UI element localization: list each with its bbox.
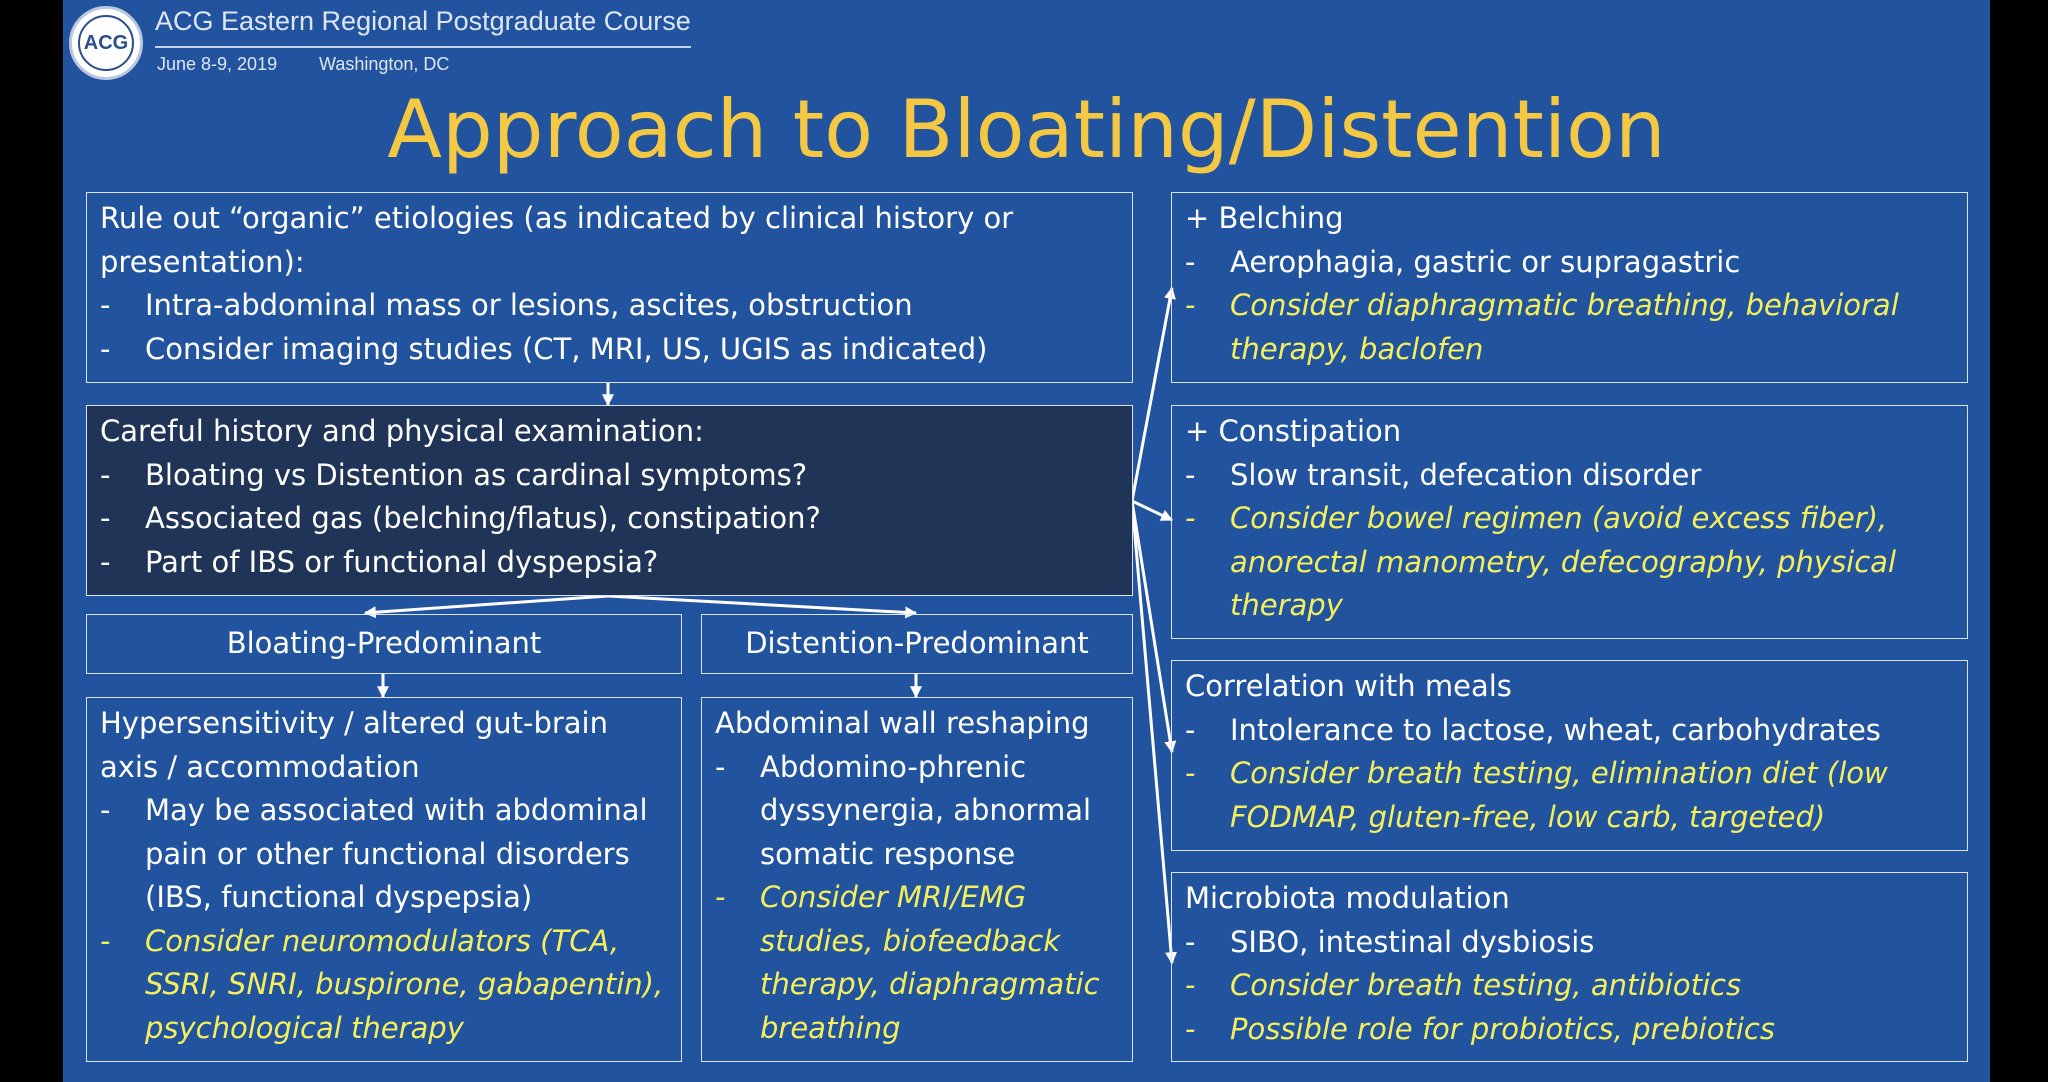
bullet-dash: - bbox=[100, 501, 111, 535]
microbiota-recommendation: - Possible role for probiotics, prebioti… bbox=[1185, 1008, 1954, 1052]
bullet-dash: - bbox=[1185, 244, 1196, 279]
hypersensitivity-item: - May be associated with abdominal pain … bbox=[100, 789, 668, 920]
arrow-history-to-meals bbox=[1130, 500, 1177, 754]
bullet-dash: - bbox=[715, 880, 726, 914]
bullet-dash: - bbox=[1185, 1011, 1196, 1046]
course-title-underline bbox=[155, 46, 691, 48]
arrow-history-to-belching bbox=[1130, 286, 1176, 502]
distention-predominant-box: Distention-Predominant bbox=[701, 614, 1133, 674]
bullet-dash: - bbox=[100, 331, 111, 366]
bullet-dash: - bbox=[1185, 756, 1196, 790]
careful-history-heading: Careful history and physical examination… bbox=[100, 414, 704, 448]
constipation-item-text: Slow transit, defecation disorder bbox=[1230, 457, 1702, 492]
rule-out-organic-item: - Consider imaging studies (CT, MRI, US,… bbox=[100, 328, 1119, 372]
abdominal-wall-item-text: Abdomino-phrenic dyssynergia, abnormal s… bbox=[760, 749, 1092, 871]
bullet-dash: - bbox=[1185, 924, 1196, 959]
belching-recommendation: - Consider diaphragmatic breathing, beha… bbox=[1185, 284, 1954, 371]
careful-history-item: - Bloating vs Distention as cardinal sym… bbox=[100, 454, 1119, 498]
arrow-history-to-bloating bbox=[363, 594, 609, 619]
bullet-dash: - bbox=[100, 793, 111, 827]
hypersensitivity-recommendation-text: Consider neuromodulators (TCA, SSRI, SNR… bbox=[145, 923, 664, 1045]
arrow-history-to-constipation bbox=[1131, 499, 1174, 522]
bloating-predominant-box: Bloating-Predominant bbox=[86, 614, 682, 674]
abdominal-wall-box: Abdominal wall reshaping - Abdomino-phre… bbox=[701, 697, 1133, 1062]
constipation-item: - Slow transit, defecation disorder bbox=[1185, 454, 1954, 498]
bullet-dash: - bbox=[1185, 968, 1196, 1002]
meals-correlation-heading: Correlation with meals bbox=[1185, 669, 1512, 703]
bullet-dash: - bbox=[1185, 288, 1196, 322]
microbiota-heading: Microbiota modulation bbox=[1185, 881, 1510, 915]
arrow-history-to-microbiota bbox=[1130, 500, 1178, 965]
rule-out-organic-item-text: Intra-abdominal mass or lesions, ascites… bbox=[145, 288, 913, 322]
belching-recommendation-text: Consider diaphragmatic breathing, behavi… bbox=[1230, 288, 1899, 366]
careful-history-item: - Associated gas (belching/flatus), cons… bbox=[100, 497, 1119, 541]
abdominal-wall-recommendation-text: Consider MRI/EMG studies, biofeedback th… bbox=[760, 880, 1100, 1045]
constipation-heading: + Constipation bbox=[1185, 414, 1402, 448]
rule-out-organic-item: - Intra-abdominal mass or lesions, ascit… bbox=[100, 284, 1119, 328]
meals-correlation-item: - Intolerance to lactose, wheat, carbohy… bbox=[1185, 709, 1954, 753]
microbiota-recommendation: - Consider breath testing, antibiotics bbox=[1185, 964, 1954, 1008]
hypersensitivity-heading: Hypersensitivity / altered gut-brain axi… bbox=[100, 706, 608, 784]
hypersensitivity-box: Hypersensitivity / altered gut-brain axi… bbox=[86, 697, 682, 1062]
careful-history-box: Careful history and physical examination… bbox=[86, 405, 1133, 596]
abdominal-wall-heading: Abdominal wall reshaping bbox=[715, 706, 1090, 740]
acg-logo-text: ACG bbox=[78, 15, 134, 71]
microbiota-item: - SIBO, intestinal dysbiosis bbox=[1185, 921, 1954, 965]
careful-history-item-text: Bloating vs Distention as cardinal sympt… bbox=[145, 457, 808, 492]
belching-item-text: Aerophagia, gastric or supragastric bbox=[1230, 244, 1741, 279]
bullet-dash: - bbox=[100, 544, 111, 579]
slide: ACG ACG Eastern Regional Postgraduate Co… bbox=[63, 0, 1990, 1082]
bullet-dash: - bbox=[715, 749, 726, 784]
bullet-dash: - bbox=[1185, 712, 1196, 747]
rule-out-organic-item-text: Consider imaging studies (CT, MRI, US, U… bbox=[145, 331, 988, 366]
careful-history-item-text: Part of IBS or functional dyspepsia? bbox=[145, 544, 659, 579]
belching-heading: + Belching bbox=[1185, 201, 1344, 235]
course-title: ACG Eastern Regional Postgraduate Course bbox=[155, 6, 691, 36]
hypersensitivity-recommendation: - Consider neuromodulators (TCA, SSRI, S… bbox=[100, 920, 668, 1051]
rule-out-organic-box: Rule out “organic” etiologies (as indica… bbox=[86, 192, 1133, 383]
abdominal-wall-item: - Abdomino-phrenic dyssynergia, abnormal… bbox=[715, 746, 1119, 877]
flow-arrows bbox=[363, 286, 1178, 965]
constipation-box: + Constipation - Slow transit, defecatio… bbox=[1171, 405, 1968, 639]
arrow-history-to-distention bbox=[607, 594, 918, 619]
careful-history-item-text: Associated gas (belching/flatus), consti… bbox=[145, 501, 821, 535]
bullet-dash: - bbox=[100, 923, 111, 958]
bullet-dash: - bbox=[100, 457, 111, 492]
bullet-dash: - bbox=[1185, 501, 1196, 535]
microbiota-box: Microbiota modulation - SIBO, intestinal… bbox=[1171, 872, 1968, 1062]
microbiota-item-text: SIBO, intestinal dysbiosis bbox=[1230, 924, 1595, 959]
microbiota-recommendation-text: Consider breath testing, antibiotics bbox=[1230, 968, 1742, 1002]
microbiota-recommendation-text: Possible role for probiotics, prebiotics bbox=[1230, 1011, 1775, 1046]
rule-out-organic-heading: Rule out “organic” etiologies (as indica… bbox=[100, 201, 1014, 279]
course-location: Washington, DC bbox=[319, 54, 450, 74]
constipation-recommendation-text: Consider bowel regimen (avoid excess fib… bbox=[1230, 501, 1897, 622]
abdominal-wall-recommendation: - Consider MRI/EMG studies, biofeedback … bbox=[715, 876, 1119, 1050]
hypersensitivity-item-text: May be associated with abdominal pain or… bbox=[145, 793, 648, 914]
meals-correlation-box: Correlation with meals - Intolerance to … bbox=[1171, 660, 1968, 851]
course-date: June 8-9, 2019 bbox=[157, 54, 278, 74]
careful-history-item: - Part of IBS or functional dyspepsia? bbox=[100, 541, 1119, 585]
slide-title: Approach to Bloating/Distention bbox=[387, 83, 1666, 176]
constipation-recommendation: - Consider bowel regimen (avoid excess f… bbox=[1185, 497, 1954, 628]
belching-item: - Aerophagia, gastric or supragastric bbox=[1185, 241, 1954, 285]
acg-logo: ACG bbox=[69, 6, 143, 80]
meals-correlation-recommendation: - Consider breath testing, elimination d… bbox=[1185, 752, 1954, 839]
bullet-dash: - bbox=[1185, 457, 1196, 492]
meals-correlation-recommendation-text: Consider breath testing, elimination die… bbox=[1230, 756, 1888, 834]
meals-correlation-item-text: Intolerance to lactose, wheat, carbohydr… bbox=[1230, 712, 1881, 747]
belching-box: + Belching - Aerophagia, gastric or supr… bbox=[1171, 192, 1968, 383]
bullet-dash: - bbox=[100, 288, 111, 322]
